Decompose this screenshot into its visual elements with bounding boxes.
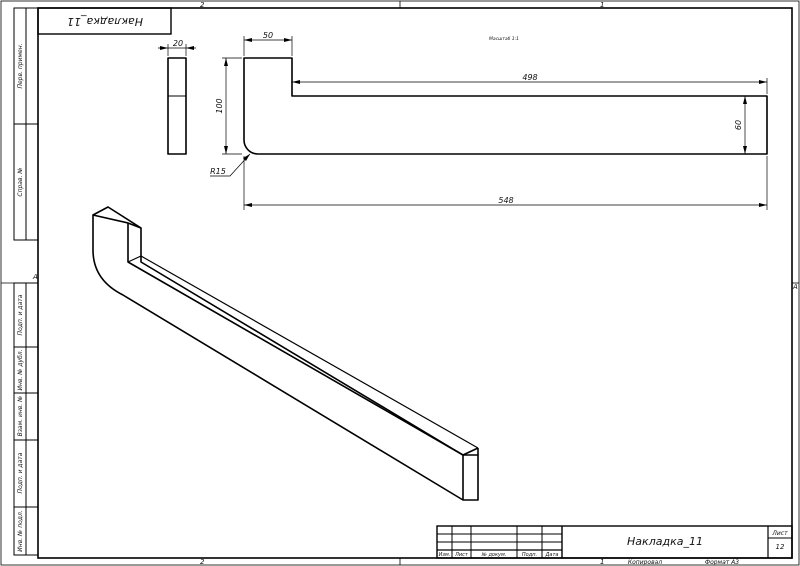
zone-top-left: 2 bbox=[200, 1, 205, 9]
label-podp-data-2: Подп. и дата bbox=[17, 452, 24, 493]
label-perv-primen: Перв. примен. bbox=[17, 43, 24, 88]
dimension-lines bbox=[158, 36, 768, 210]
zone-bottom-right: 1 bbox=[600, 558, 604, 566]
dim-long-length: 498 bbox=[522, 73, 537, 82]
dimension-arrows bbox=[160, 38, 767, 207]
zone-side-left: A bbox=[32, 273, 38, 281]
front-view-outline bbox=[243, 57, 768, 155]
label-podp-data-1: Подп. и дата bbox=[17, 294, 24, 335]
label-sprav-no: Справ. № bbox=[17, 167, 24, 196]
label-inv-dubl: Инв. № дубл. bbox=[17, 349, 24, 390]
col-izm: Изм. bbox=[439, 552, 451, 558]
dim-bar-height: 60 bbox=[734, 120, 743, 130]
inner-frame bbox=[37, 7, 793, 559]
title-sheet-label: Лист bbox=[771, 530, 788, 537]
side-view bbox=[167, 57, 187, 155]
zone-side-right: A bbox=[792, 283, 798, 291]
label-vzam-inv: Взам. инв. № bbox=[17, 396, 24, 437]
scale-note: Масштаб 1:1 bbox=[489, 36, 519, 42]
dim-step-width: 50 bbox=[263, 31, 273, 40]
label-inv-podl: Инв. № подл. bbox=[17, 510, 24, 551]
col-list: Лист bbox=[454, 552, 469, 558]
dim-radius: R15 bbox=[210, 167, 226, 176]
isometric-view bbox=[92, 206, 479, 501]
corner-stamp-box bbox=[37, 7, 172, 35]
title-block-frame bbox=[436, 525, 793, 559]
col-dokum: № докум. bbox=[481, 552, 507, 558]
col-podp: Подп. bbox=[522, 552, 537, 558]
side-strip bbox=[13, 7, 39, 556]
dim-height: 100 bbox=[215, 98, 224, 113]
corner-stamp-text: Накладка_11 bbox=[67, 15, 143, 28]
title-part-name: Накладка_11 bbox=[627, 535, 703, 548]
zone-top-right: 1 bbox=[600, 1, 604, 9]
dim-width-part: 20 bbox=[173, 39, 183, 48]
zone-bottom-left: 2 bbox=[200, 558, 205, 566]
format-label: Формат А3 bbox=[705, 559, 739, 566]
dim-total-length: 548 bbox=[498, 196, 513, 205]
copied-label: Копировал bbox=[628, 559, 662, 566]
title-sheet-number: 12 bbox=[776, 543, 785, 551]
col-data: Дата bbox=[545, 552, 559, 558]
